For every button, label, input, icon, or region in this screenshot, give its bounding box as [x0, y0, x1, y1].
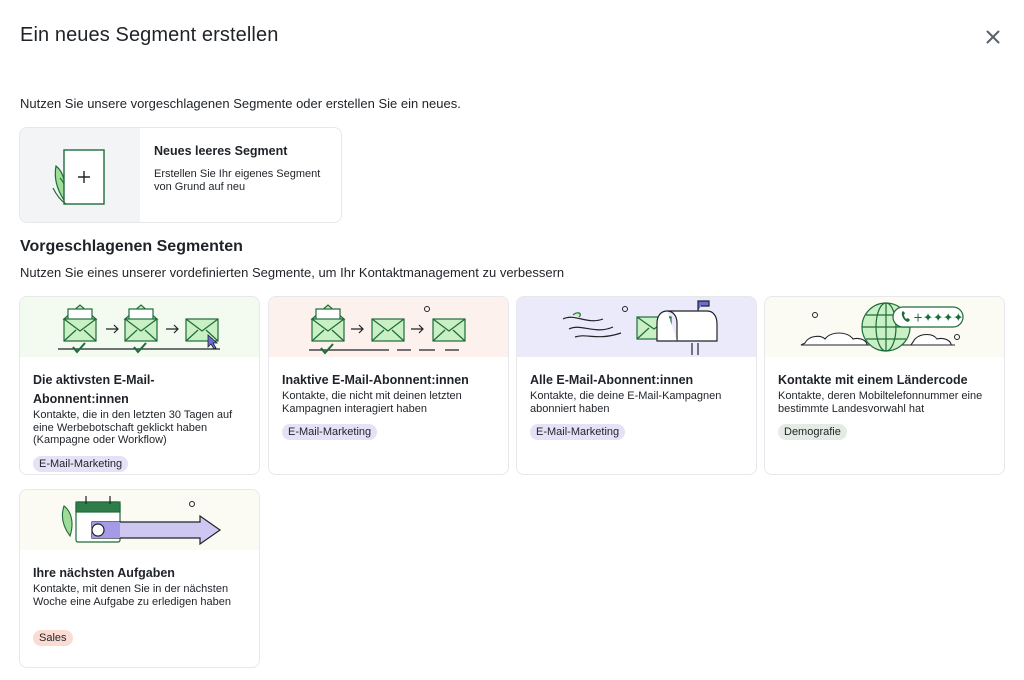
envelope-icon [432, 318, 466, 342]
segment-card-title: Kontakte mit einem Ländercode [778, 373, 968, 387]
segment-tag: Sales [33, 630, 73, 646]
open-envelope-icon [123, 304, 159, 342]
empty-segment-illustration [20, 128, 140, 222]
open-envelope-icon [310, 304, 346, 342]
next-tasks-illustration [20, 490, 259, 550]
suggested-section-title: Vorgeschlagenen Segmenten [20, 238, 243, 255]
segment-card-description: Kontakte, mit denen Sie in der nächsten … [33, 583, 231, 608]
envelope-icon [371, 318, 405, 342]
blank-document-plus-icon [52, 149, 105, 205]
segment-card-inactive-subscribers[interactable]: Inaktive E-Mail-Abonnent:innen Kontakte,… [268, 296, 509, 475]
all-subscribers-illustration [517, 297, 756, 357]
segment-tag: Demografie [778, 424, 847, 440]
intro-text: Nutzen Sie unsere vorgeschlagenen Segmen… [20, 96, 461, 111]
open-envelope-icon [62, 304, 98, 342]
country-code-illustration: +✦✦✦✦ [765, 297, 1004, 357]
segment-card-description: Kontakte, deren Mobiltelefonnummer eine … [778, 390, 983, 415]
envelope-icon [185, 318, 219, 342]
segment-card-all-subscribers[interactable]: Alle E-Mail-Abonnent:innen Kontakte, die… [516, 296, 757, 475]
segment-card-description: Kontakte, die in den letzten 30 Tagen au… [33, 409, 233, 447]
empty-segment-title: Neues leeres Segment [154, 144, 288, 158]
arrow-icon [91, 514, 222, 546]
suggested-section-subtitle: Nutzen Sie eines unserer vordefinierten … [20, 265, 565, 280]
segment-card-title: Alle E-Mail-Abonnent:innen [530, 373, 694, 387]
segment-card-title: Die aktivsten E-Mail-Abonnent:innen [33, 373, 155, 406]
new-empty-segment-card[interactable]: Neues leeres Segment Erstellen Sie Ihr e… [19, 127, 342, 223]
phone-bubble-icon: +✦✦✦✦ [892, 306, 964, 328]
svg-text:+✦✦✦✦: +✦✦✦✦ [913, 311, 963, 325]
modal-title: Ein neues Segment erstellen [20, 24, 279, 46]
empty-segment-description: Erstellen Sie Ihr eigenes Segment von Gr… [154, 168, 321, 193]
segment-card-country-code[interactable]: +✦✦✦✦ Kontakte mit einem Ländercode Kont… [764, 296, 1005, 475]
active-subscribers-illustration [20, 297, 259, 357]
segment-card-title: Inaktive E-Mail-Abonnent:innen [282, 373, 469, 387]
segment-card-description: Kontakte, die nicht mit deinen letzten K… [282, 390, 462, 415]
segment-card-description: Kontakte, die deine E-Mail-Kampagnen abo… [530, 390, 722, 415]
segment-tag: E-Mail-Marketing [33, 456, 129, 472]
inactive-subscribers-illustration [269, 297, 508, 357]
segment-card-active-subscribers[interactable]: Die aktivsten E-Mail-Abonnent:innen Kont… [19, 296, 260, 475]
segment-tag: E-Mail-Marketing [530, 424, 626, 440]
segment-tag: E-Mail-Marketing [282, 424, 378, 440]
segment-card-next-tasks[interactable]: Ihre nächsten Aufgaben Kontakte, mit den… [19, 489, 260, 668]
mailbox-icon [656, 300, 718, 355]
close-button[interactable] [980, 24, 1006, 50]
close-icon [986, 30, 1000, 44]
segment-card-title: Ihre nächsten Aufgaben [33, 566, 175, 580]
